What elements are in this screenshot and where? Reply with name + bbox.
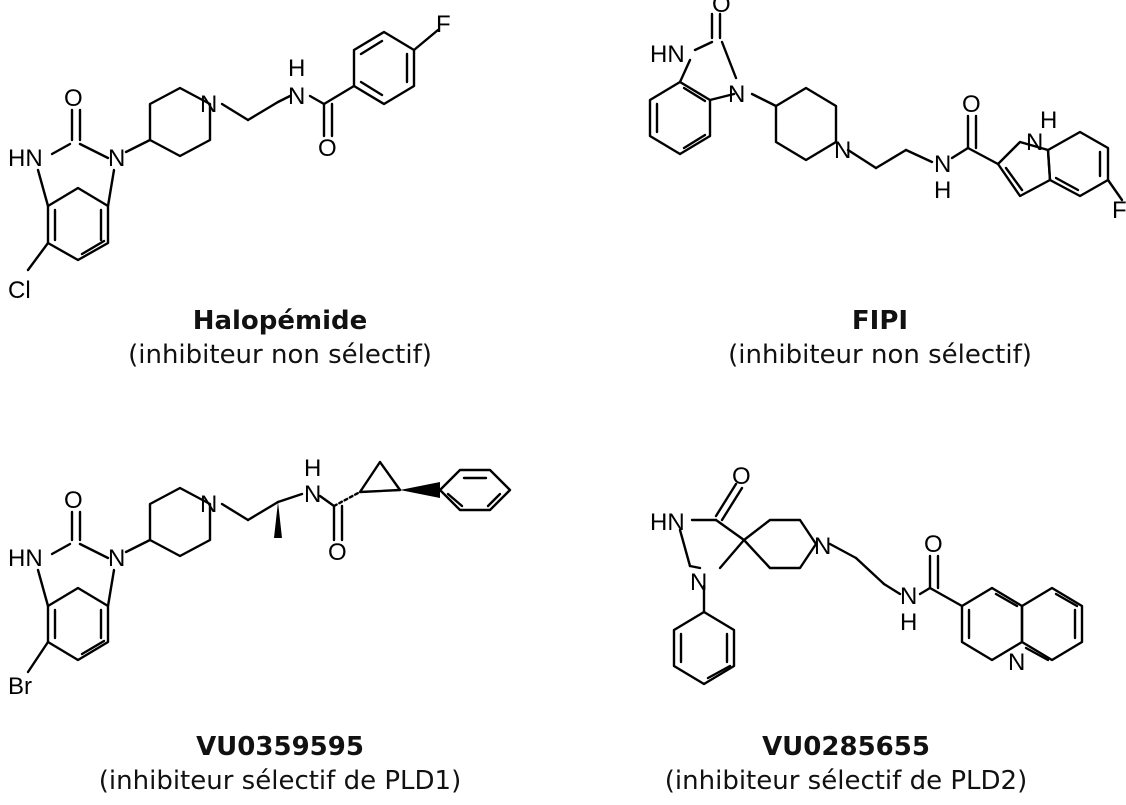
halopemide-o-label: O — [64, 85, 83, 112]
fipi-f-label: F — [1112, 197, 1126, 224]
vu0359595-hn-label: HN — [8, 545, 43, 572]
fipi-name: FIPI — [851, 306, 909, 336]
fipi-indole-h-label: H — [1040, 107, 1057, 134]
vu0359595-o-label: O — [64, 487, 83, 514]
halopemide-hn-label: HN — [8, 145, 43, 172]
vu0359595-n-piperidine-label: N — [200, 491, 217, 518]
vu0285655-name: VU0285655 — [762, 732, 930, 762]
vu0285655-amide-h-label: H — [900, 609, 917, 636]
fipi-amide-o-label: O — [962, 91, 981, 118]
vu0359595-br-label: Br — [8, 673, 32, 700]
vu0359595-description: (inhibiteur sélectif de PLD1) — [98, 766, 462, 796]
halopemide-description: (inhibiteur non sélectif) — [128, 340, 432, 370]
vu0285655-description: (inhibiteur sélectif de PLD2) — [664, 766, 1028, 796]
halopemide-n-label: N — [108, 145, 125, 172]
fipi-description: (inhibiteur non sélectif) — [728, 340, 1032, 370]
vu0285655-hn-label: HN — [650, 509, 685, 536]
halopemide-name: Halopémide — [192, 306, 368, 336]
fipi-indole-n-label: N — [1026, 129, 1043, 156]
vu0285655-structure: HN N N O O N H N — [650, 463, 1084, 686]
fipi-amide-n-label: N — [934, 151, 951, 178]
halopemide-n-piperidine-label: N — [200, 91, 217, 118]
vu0359595-name: VU0359595 — [196, 732, 364, 762]
vu0359595-amide-h-label: H — [304, 455, 321, 482]
fipi-amide-h-label: H — [934, 177, 951, 204]
vu0359595-structure: HN N N H N O O Br — [8, 455, 512, 700]
vu0285655-n-piperidine-label: N — [814, 533, 831, 560]
halopemide-structure: HN N N H N O O Cl F — [8, 11, 451, 304]
halopemide-f-label: F — [436, 11, 451, 38]
vu0285655-amide-o-label: O — [924, 531, 943, 558]
fipi-hn-label: HN — [650, 41, 685, 68]
fipi-n-piperidine-label: N — [834, 137, 851, 164]
halopemide-amide-n-label: N — [288, 83, 305, 110]
fipi-o-label: O — [712, 0, 731, 18]
fipi-structure: HN N N O O N H H N F — [648, 0, 1126, 224]
vu0359595-amide-o-label: O — [328, 539, 347, 566]
vu0359595-amide-n-label: N — [304, 481, 321, 508]
vu0285655-n-label: N — [690, 569, 707, 596]
vu0285655-quinoline-n-label: N — [1008, 649, 1025, 676]
halopemide-amide-h-label: H — [288, 55, 305, 82]
vu0359595-n-label: N — [108, 545, 125, 572]
vu0285655-o-label: O — [732, 463, 751, 490]
halopemide-cl-label: Cl — [8, 277, 31, 304]
vu0285655-amide-n-label: N — [900, 583, 917, 610]
halopemide-amide-o-label: O — [318, 135, 337, 162]
fipi-n-label: N — [728, 81, 745, 108]
